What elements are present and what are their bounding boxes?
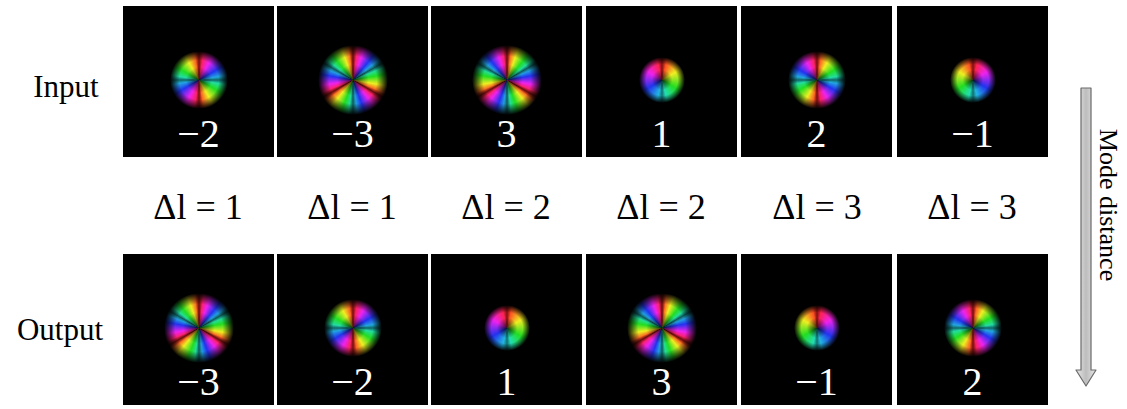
row-label: Output (17, 314, 103, 345)
mode-tile: 1 (431, 254, 582, 405)
vortex-beam (639, 57, 685, 103)
mode-tile: −2 (123, 6, 274, 157)
mode-number: 3 (586, 362, 737, 402)
vortex-beam (794, 305, 840, 351)
mode-tile: −3 (277, 6, 428, 157)
vortex-beam (164, 293, 234, 363)
mode-tile: 2 (897, 254, 1048, 405)
mode-number: −3 (123, 362, 274, 402)
axis-label: Mode distance (1095, 129, 1121, 281)
mode-number: 1 (431, 362, 582, 402)
vortex-beam (627, 293, 697, 363)
mode-number: 1 (586, 114, 737, 154)
vortex-beam (472, 45, 542, 115)
mode-tile: −1 (897, 6, 1048, 157)
row-label: Input (33, 71, 98, 102)
mode-number: −2 (277, 362, 428, 402)
mode-distance-label: Δl = 1 (153, 189, 242, 225)
mode-number: 2 (741, 114, 892, 154)
mode-number: −1 (741, 362, 892, 402)
mode-tile: −3 (123, 254, 274, 405)
vortex-beam (484, 305, 530, 351)
mode-distance-label: Δl = 1 (307, 189, 396, 225)
vortex-beam (950, 57, 996, 103)
mode-distance-label: Δl = 3 (927, 189, 1016, 225)
mode-tile: 1 (586, 6, 737, 157)
mode-number: −3 (277, 114, 428, 154)
vortex-beam (324, 299, 382, 357)
mode-tile: 3 (431, 6, 582, 157)
mode-distance-label: Δl = 3 (772, 189, 861, 225)
mode-number: 3 (431, 114, 582, 154)
vortex-beam (318, 45, 388, 115)
mode-number: −1 (897, 114, 1048, 154)
mode-distance-label: Δl = 2 (461, 189, 550, 225)
mode-number: −2 (123, 114, 274, 154)
mode-tile: −2 (277, 254, 428, 405)
mode-tile: −1 (741, 254, 892, 405)
mode-tile: 3 (586, 254, 737, 405)
mode-distance-label: Δl = 2 (616, 189, 705, 225)
mode-tile: 2 (741, 6, 892, 157)
mode-number: 2 (897, 362, 1048, 402)
vortex-beam (788, 51, 846, 109)
vortex-beam (944, 299, 1002, 357)
vortex-beam (170, 51, 228, 109)
